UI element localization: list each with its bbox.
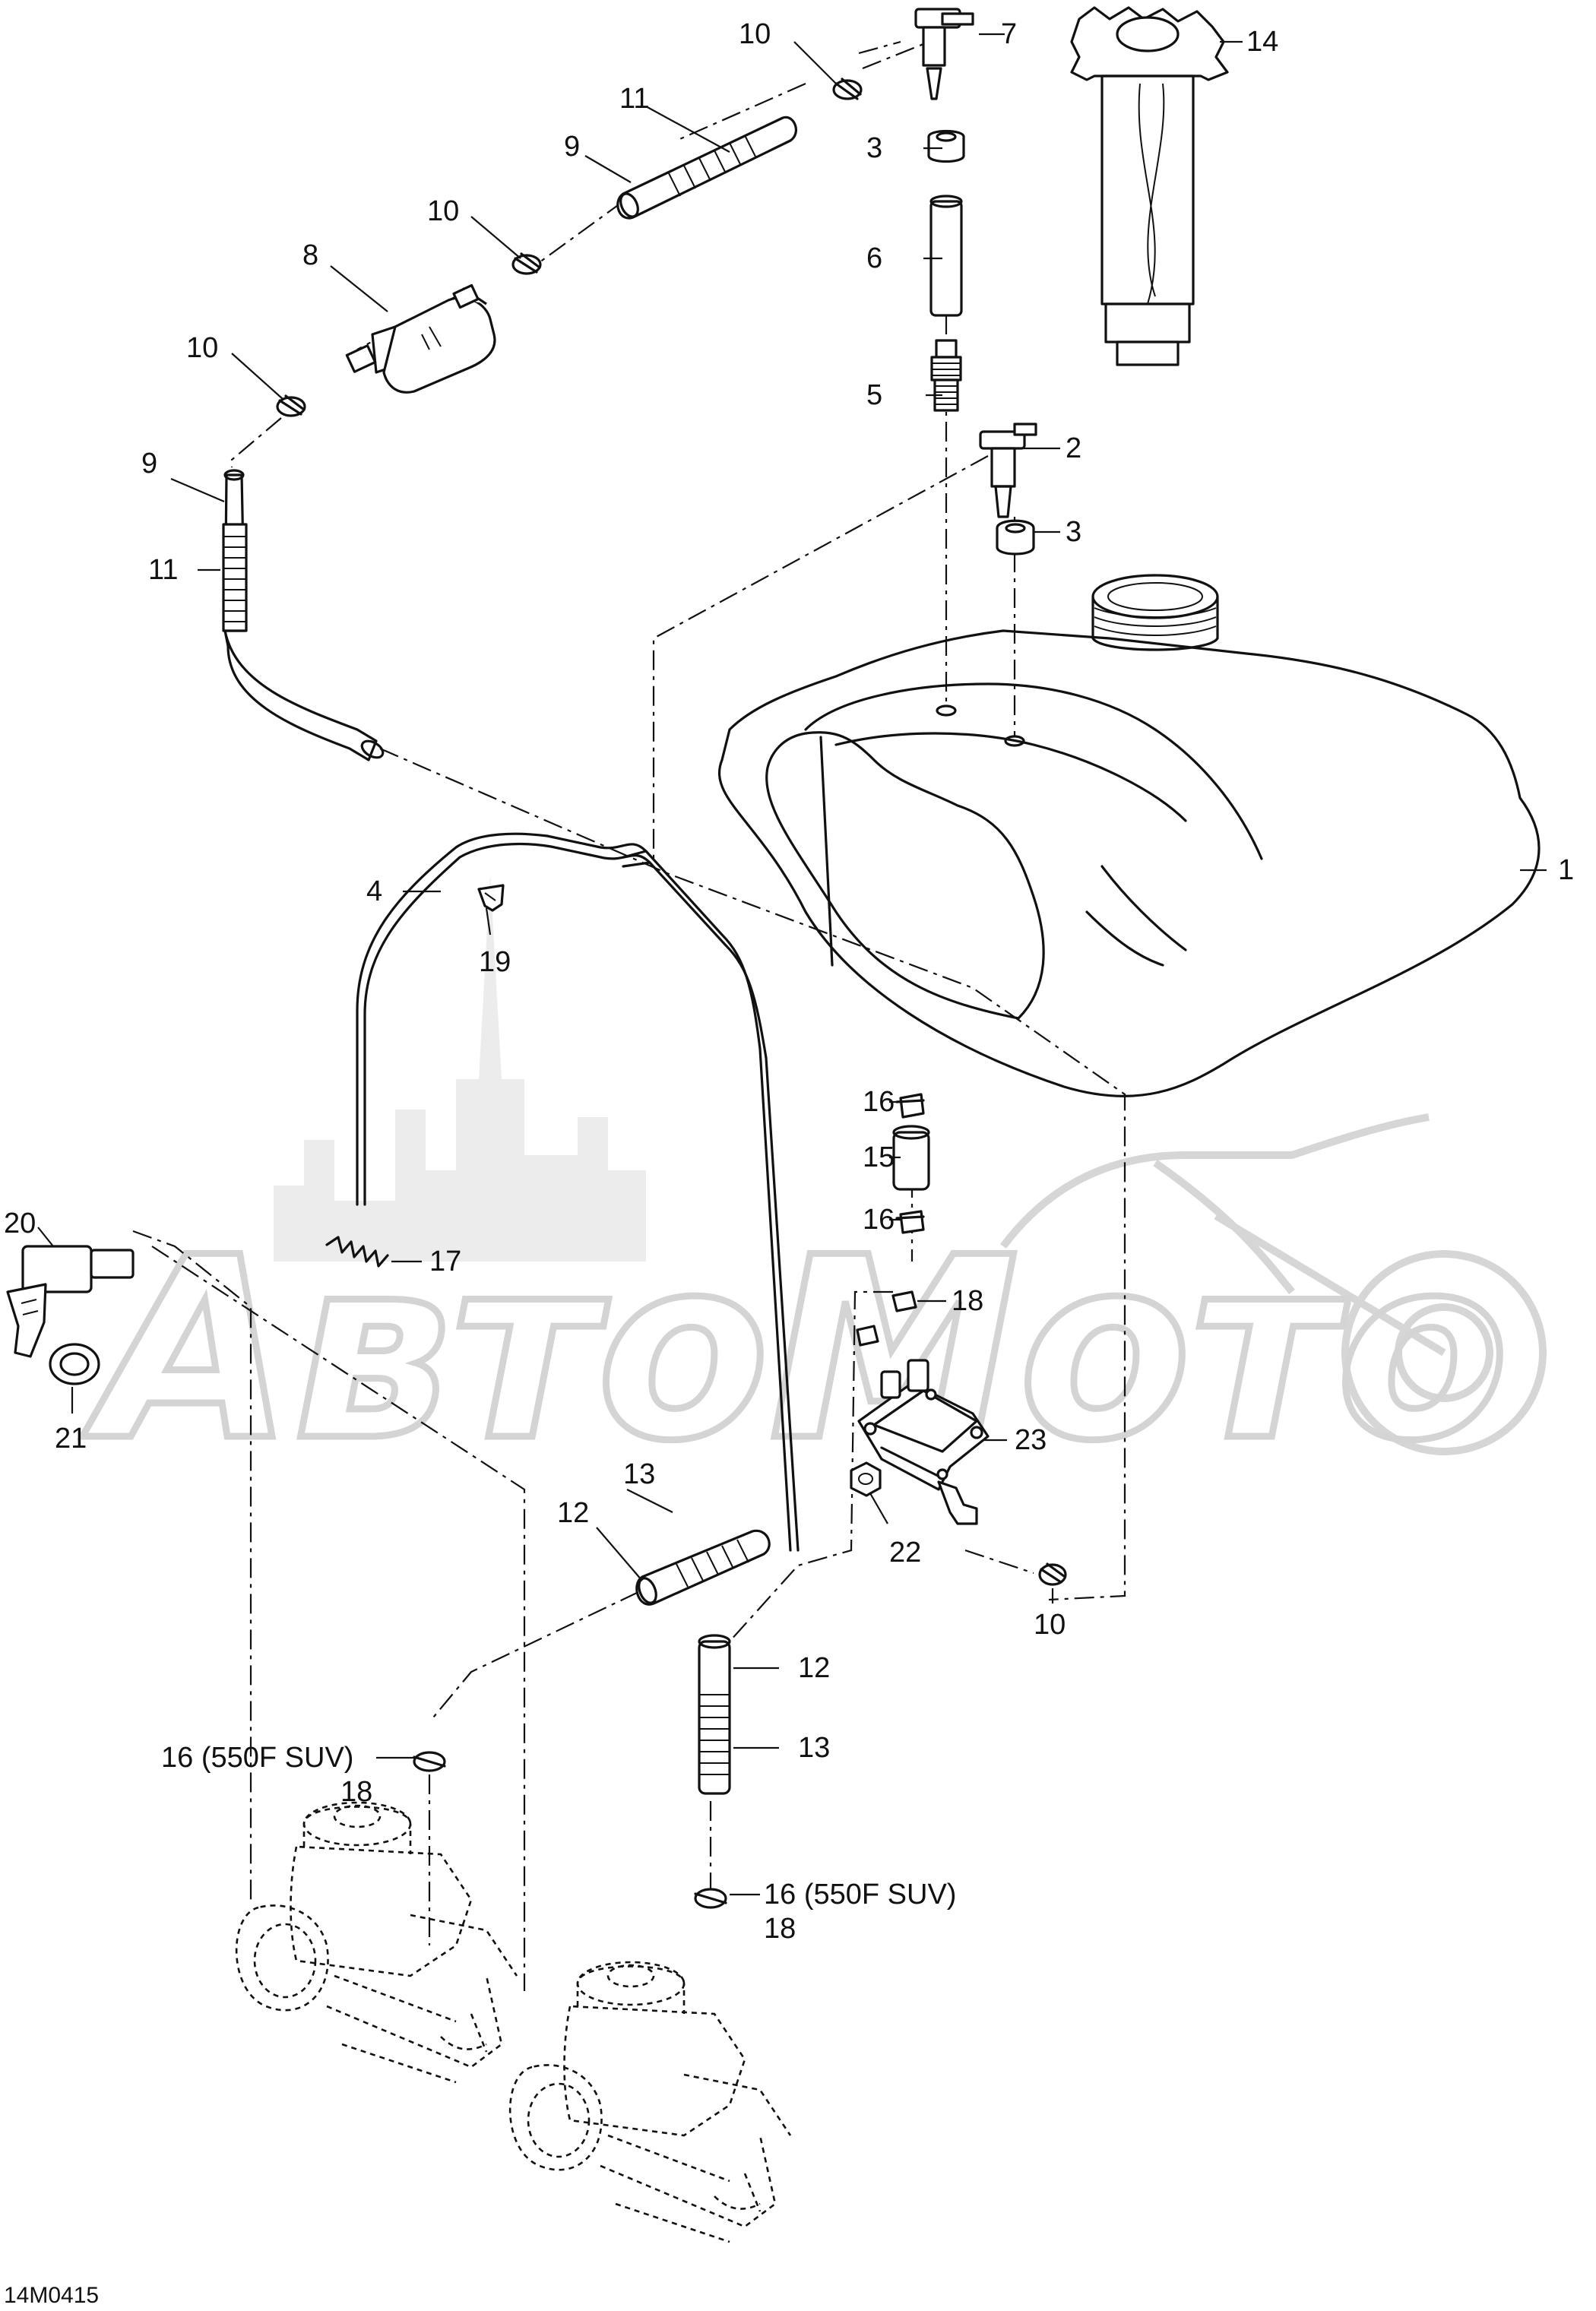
carburetor-left [235,1801,518,2084]
fuel-hose-middle [635,1529,771,1606]
callout-10-left: 10 [186,332,218,364]
carburetor-right [508,1961,792,2243]
watermark: АвтоМото [76,874,1547,1499]
fuel-hose-left [222,469,385,761]
grommet-top [927,129,965,163]
callout-8: 8 [302,239,318,271]
fuel-tank [717,574,1541,1097]
clamp-16-suv-right [694,1888,727,1909]
fuel-pump [857,1359,990,1525]
callout-16-top: 16 [863,1086,895,1118]
hose-clamp-16-top [895,1093,925,1119]
callout-18-suv-right: 18 [764,1913,796,1945]
hose-clamp-mid [511,252,542,275]
callout-10-top: 10 [739,18,771,50]
callout-20: 20 [4,1208,36,1239]
callout-16-suv-right: 16 (550F SUV) [764,1879,956,1911]
connection-lines [132,36,1126,1991]
watermark-text: АвтоМото [79,1204,1509,1496]
callout-3-top: 3 [866,132,882,164]
tee-fitting-top [914,8,974,100]
callout-11-top: 11 [619,83,649,115]
hose-clamp-top [832,78,863,100]
grommet-lower [996,519,1035,556]
callout-6: 6 [866,242,882,274]
callout-11-left: 11 [148,554,178,586]
leader-lines [37,33,1547,1896]
primer-pump [6,1245,135,1358]
vent-tube [929,195,963,317]
callout-17: 17 [429,1246,461,1277]
tee-fitting-lower [979,423,1037,518]
callout-13-lower: 13 [798,1732,830,1764]
check-valve [930,339,962,412]
callout-18-pump: 18 [952,1285,983,1317]
callout-10-mid: 10 [427,195,459,227]
hose-clamp-left [276,394,306,417]
vent-line [356,832,800,1552]
callout-3-lower: 3 [1066,516,1081,548]
callout-19: 19 [479,946,511,978]
diagram-code: 14M0415 [4,2283,99,2308]
callout-labels: 1 2 3 3 4 5 6 7 8 9 9 10 10 10 10 11 11 … [4,18,1574,2308]
callout-12-middle: 12 [557,1497,589,1529]
callout-10-pump: 10 [1034,1609,1066,1641]
fuel-hose-lower [698,1634,731,1795]
short-hose-15 [892,1125,930,1191]
spring [325,1236,389,1268]
fuel-filter [345,283,496,394]
hose-clamp-pump [1038,1562,1067,1586]
callout-9-top: 9 [564,131,580,163]
clamp-18-a [891,1290,917,1312]
callout-21: 21 [55,1423,87,1455]
callout-13-middle: 13 [623,1458,655,1490]
callout-2: 2 [1066,432,1081,464]
callout-14: 14 [1246,26,1278,58]
clamp-18-b [856,1325,879,1347]
callout-16-mid: 16 [863,1204,895,1236]
primer-seal [49,1343,100,1385]
callout-15: 15 [863,1141,895,1173]
line-clip [477,884,505,912]
callout-16-suv-left: 16 (550F SUV) [161,1742,353,1774]
callout-23: 23 [1015,1424,1047,1456]
callout-12-lower: 12 [798,1652,830,1684]
clamp-16-suv-left [413,1751,446,1772]
callout-7: 7 [1001,18,1017,50]
callout-22: 22 [889,1537,921,1569]
callout-9-left: 9 [141,448,157,480]
callout-4: 4 [366,875,382,907]
nut [850,1461,882,1497]
callout-5: 5 [866,379,882,411]
hose-clamp-16-mid [895,1210,925,1234]
fuel-gauge-sender [1070,6,1229,366]
callout-1: 1 [1558,854,1574,886]
fuel-hose-upper [616,116,797,220]
callout-18-suv-left: 18 [340,1776,372,1808]
